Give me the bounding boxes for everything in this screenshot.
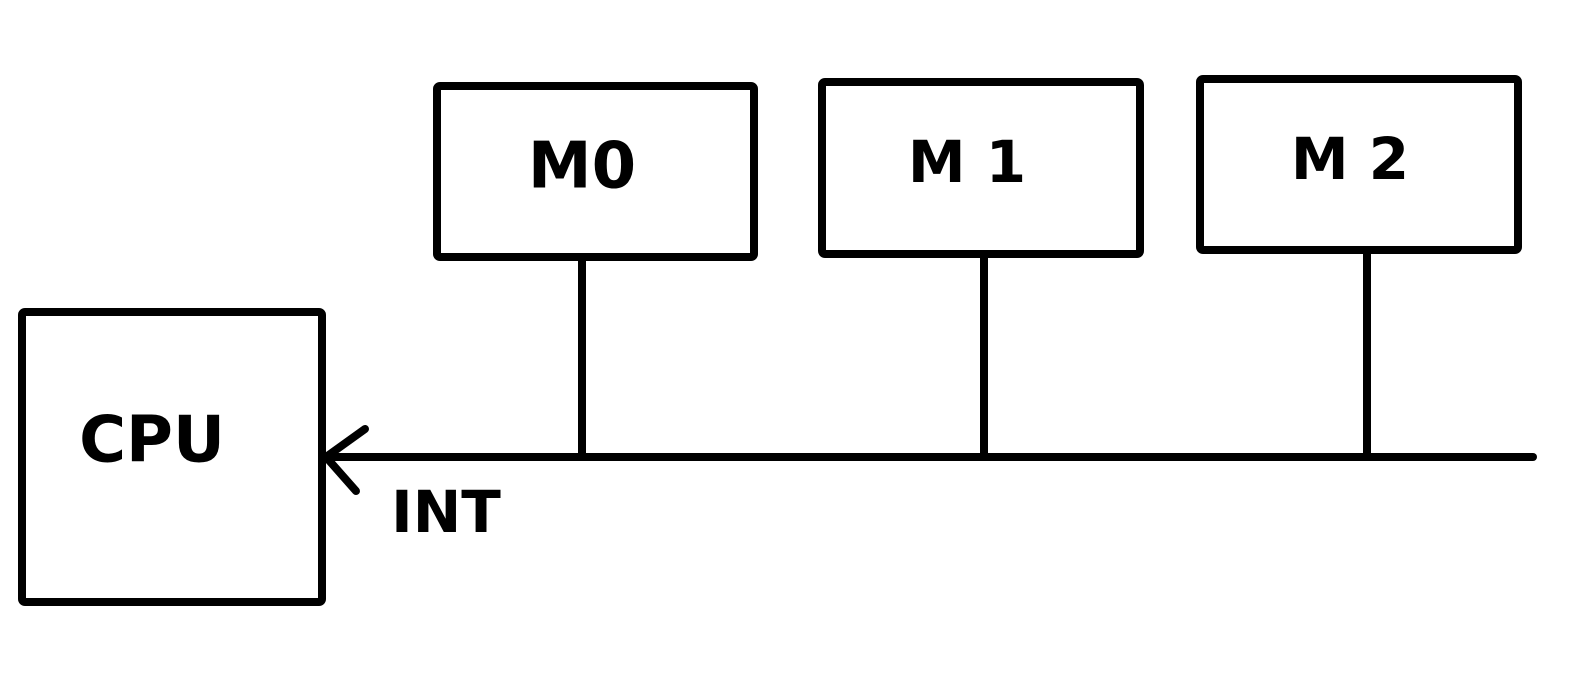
cpu-label: CPU	[79, 404, 225, 478]
module-m2: M 2	[1196, 75, 1522, 461]
module-m1-label: M 1	[908, 128, 1026, 196]
cpu-block: CPU	[18, 308, 326, 606]
arrow-left-icon	[322, 425, 369, 495]
module-m0-label: M0	[528, 130, 636, 204]
module-m2-box	[1196, 75, 1522, 254]
module-m1: M 1	[818, 78, 1144, 461]
module-m0: M0	[433, 82, 758, 461]
interrupt-signal-label: INT	[391, 478, 501, 546]
interrupt-bus: INT	[322, 425, 1537, 546]
module-m2-label: M 2	[1291, 125, 1409, 193]
module-m0-box	[433, 82, 758, 261]
